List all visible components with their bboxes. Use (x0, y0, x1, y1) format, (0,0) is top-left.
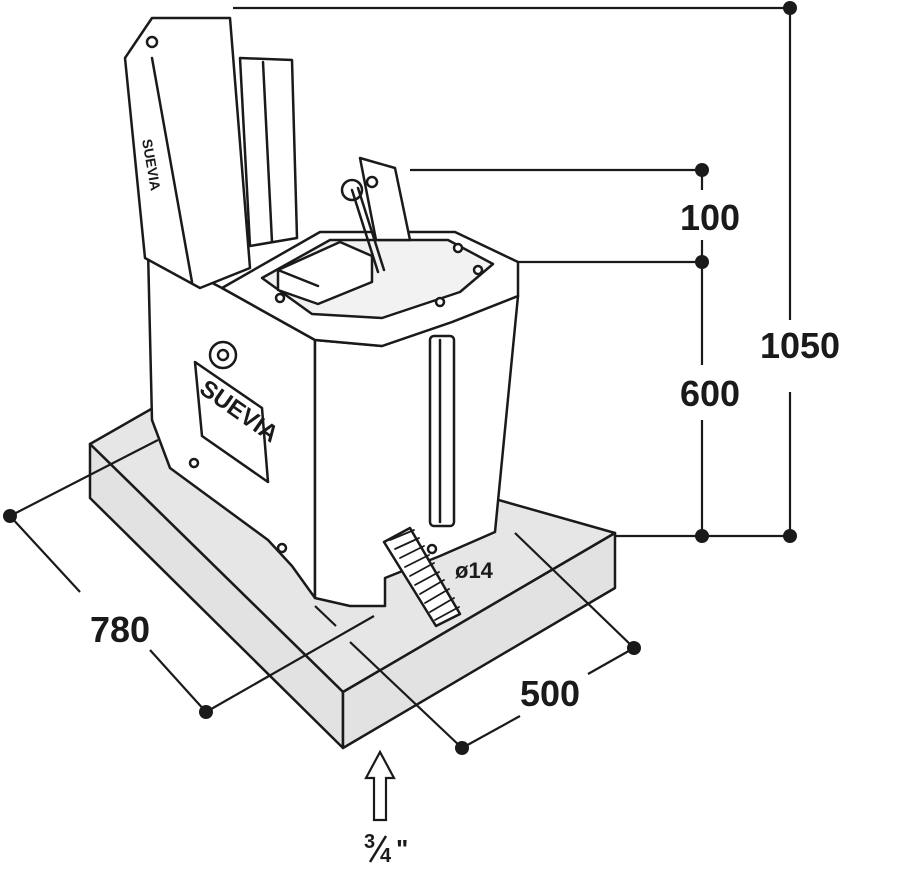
drain-hose (382, 526, 462, 628)
valve-height-label: 100 (680, 197, 740, 238)
inlet-size-label: 3 4 " (364, 831, 408, 867)
length-label: 780 (90, 609, 150, 650)
dimension-dots (3, 1, 797, 755)
inlet-arrow-icon (364, 749, 396, 822)
inlet-size-mark: " (396, 834, 408, 864)
inlet-size-denominator: 4 (380, 845, 392, 867)
float-valve (340, 156, 412, 274)
dimension-lines (9, 6, 792, 749)
inner-bar (276, 240, 374, 306)
body-height-label: 600 (680, 373, 740, 414)
total-height-label: 1050 (760, 325, 840, 366)
inlet-size-numerator: 3 (364, 831, 375, 853)
width-label: 500 (520, 673, 580, 714)
brand-plate (193, 340, 270, 484)
lid (123, 16, 299, 290)
drain-diameter-label: ø14 (455, 558, 494, 583)
